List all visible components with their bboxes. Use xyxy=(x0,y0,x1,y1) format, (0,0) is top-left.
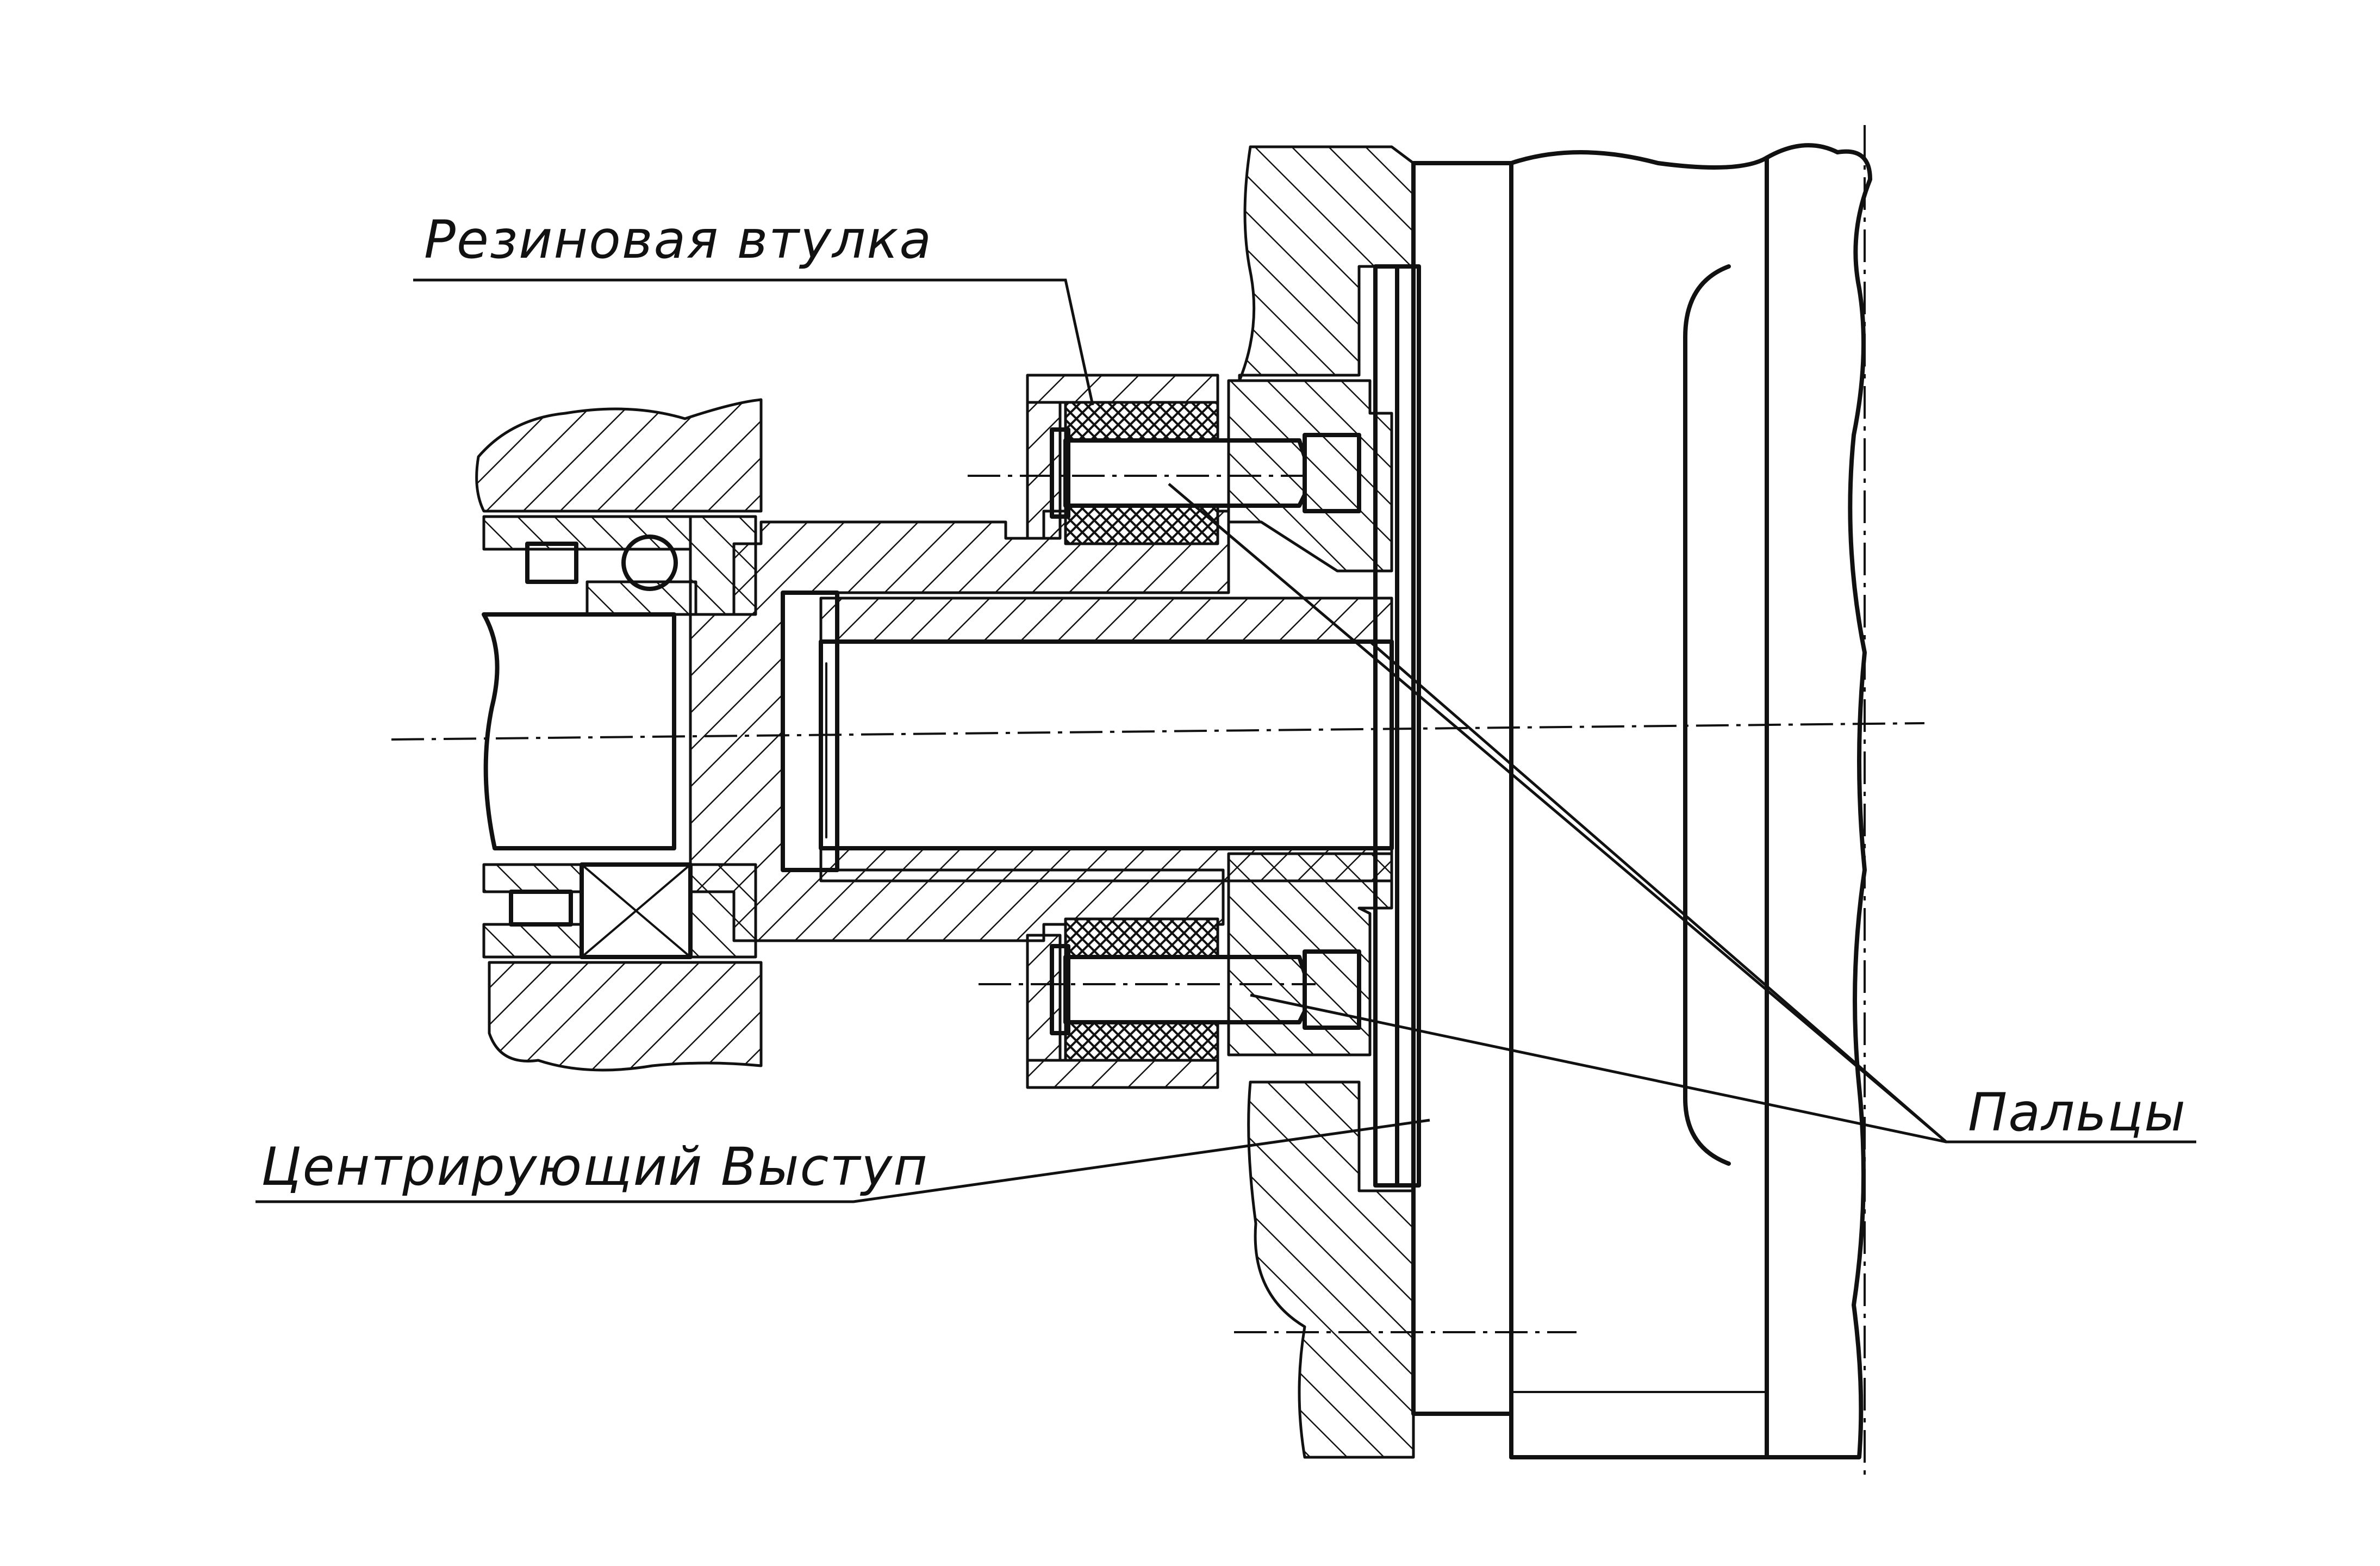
shaft-left xyxy=(482,612,676,850)
bearing-top xyxy=(482,515,757,616)
inner-shaft-sleeve xyxy=(819,596,1394,883)
drum-body xyxy=(1411,143,1872,1459)
left-housing xyxy=(475,398,763,1072)
leader-lines xyxy=(256,278,2196,1203)
label-centering-boss: Центрирующий Выступ xyxy=(261,1136,929,1197)
centering-boss xyxy=(1373,264,1421,1188)
finger-assembly-top xyxy=(1026,374,1361,545)
axis-lines xyxy=(391,125,1925,1479)
label-fingers: Пальцы xyxy=(1968,1082,2187,1143)
half-coupling-hub xyxy=(689,509,1230,942)
right-flange xyxy=(1227,145,1415,1459)
label-rubber-sleeve: Резиновая втулка xyxy=(424,209,933,270)
